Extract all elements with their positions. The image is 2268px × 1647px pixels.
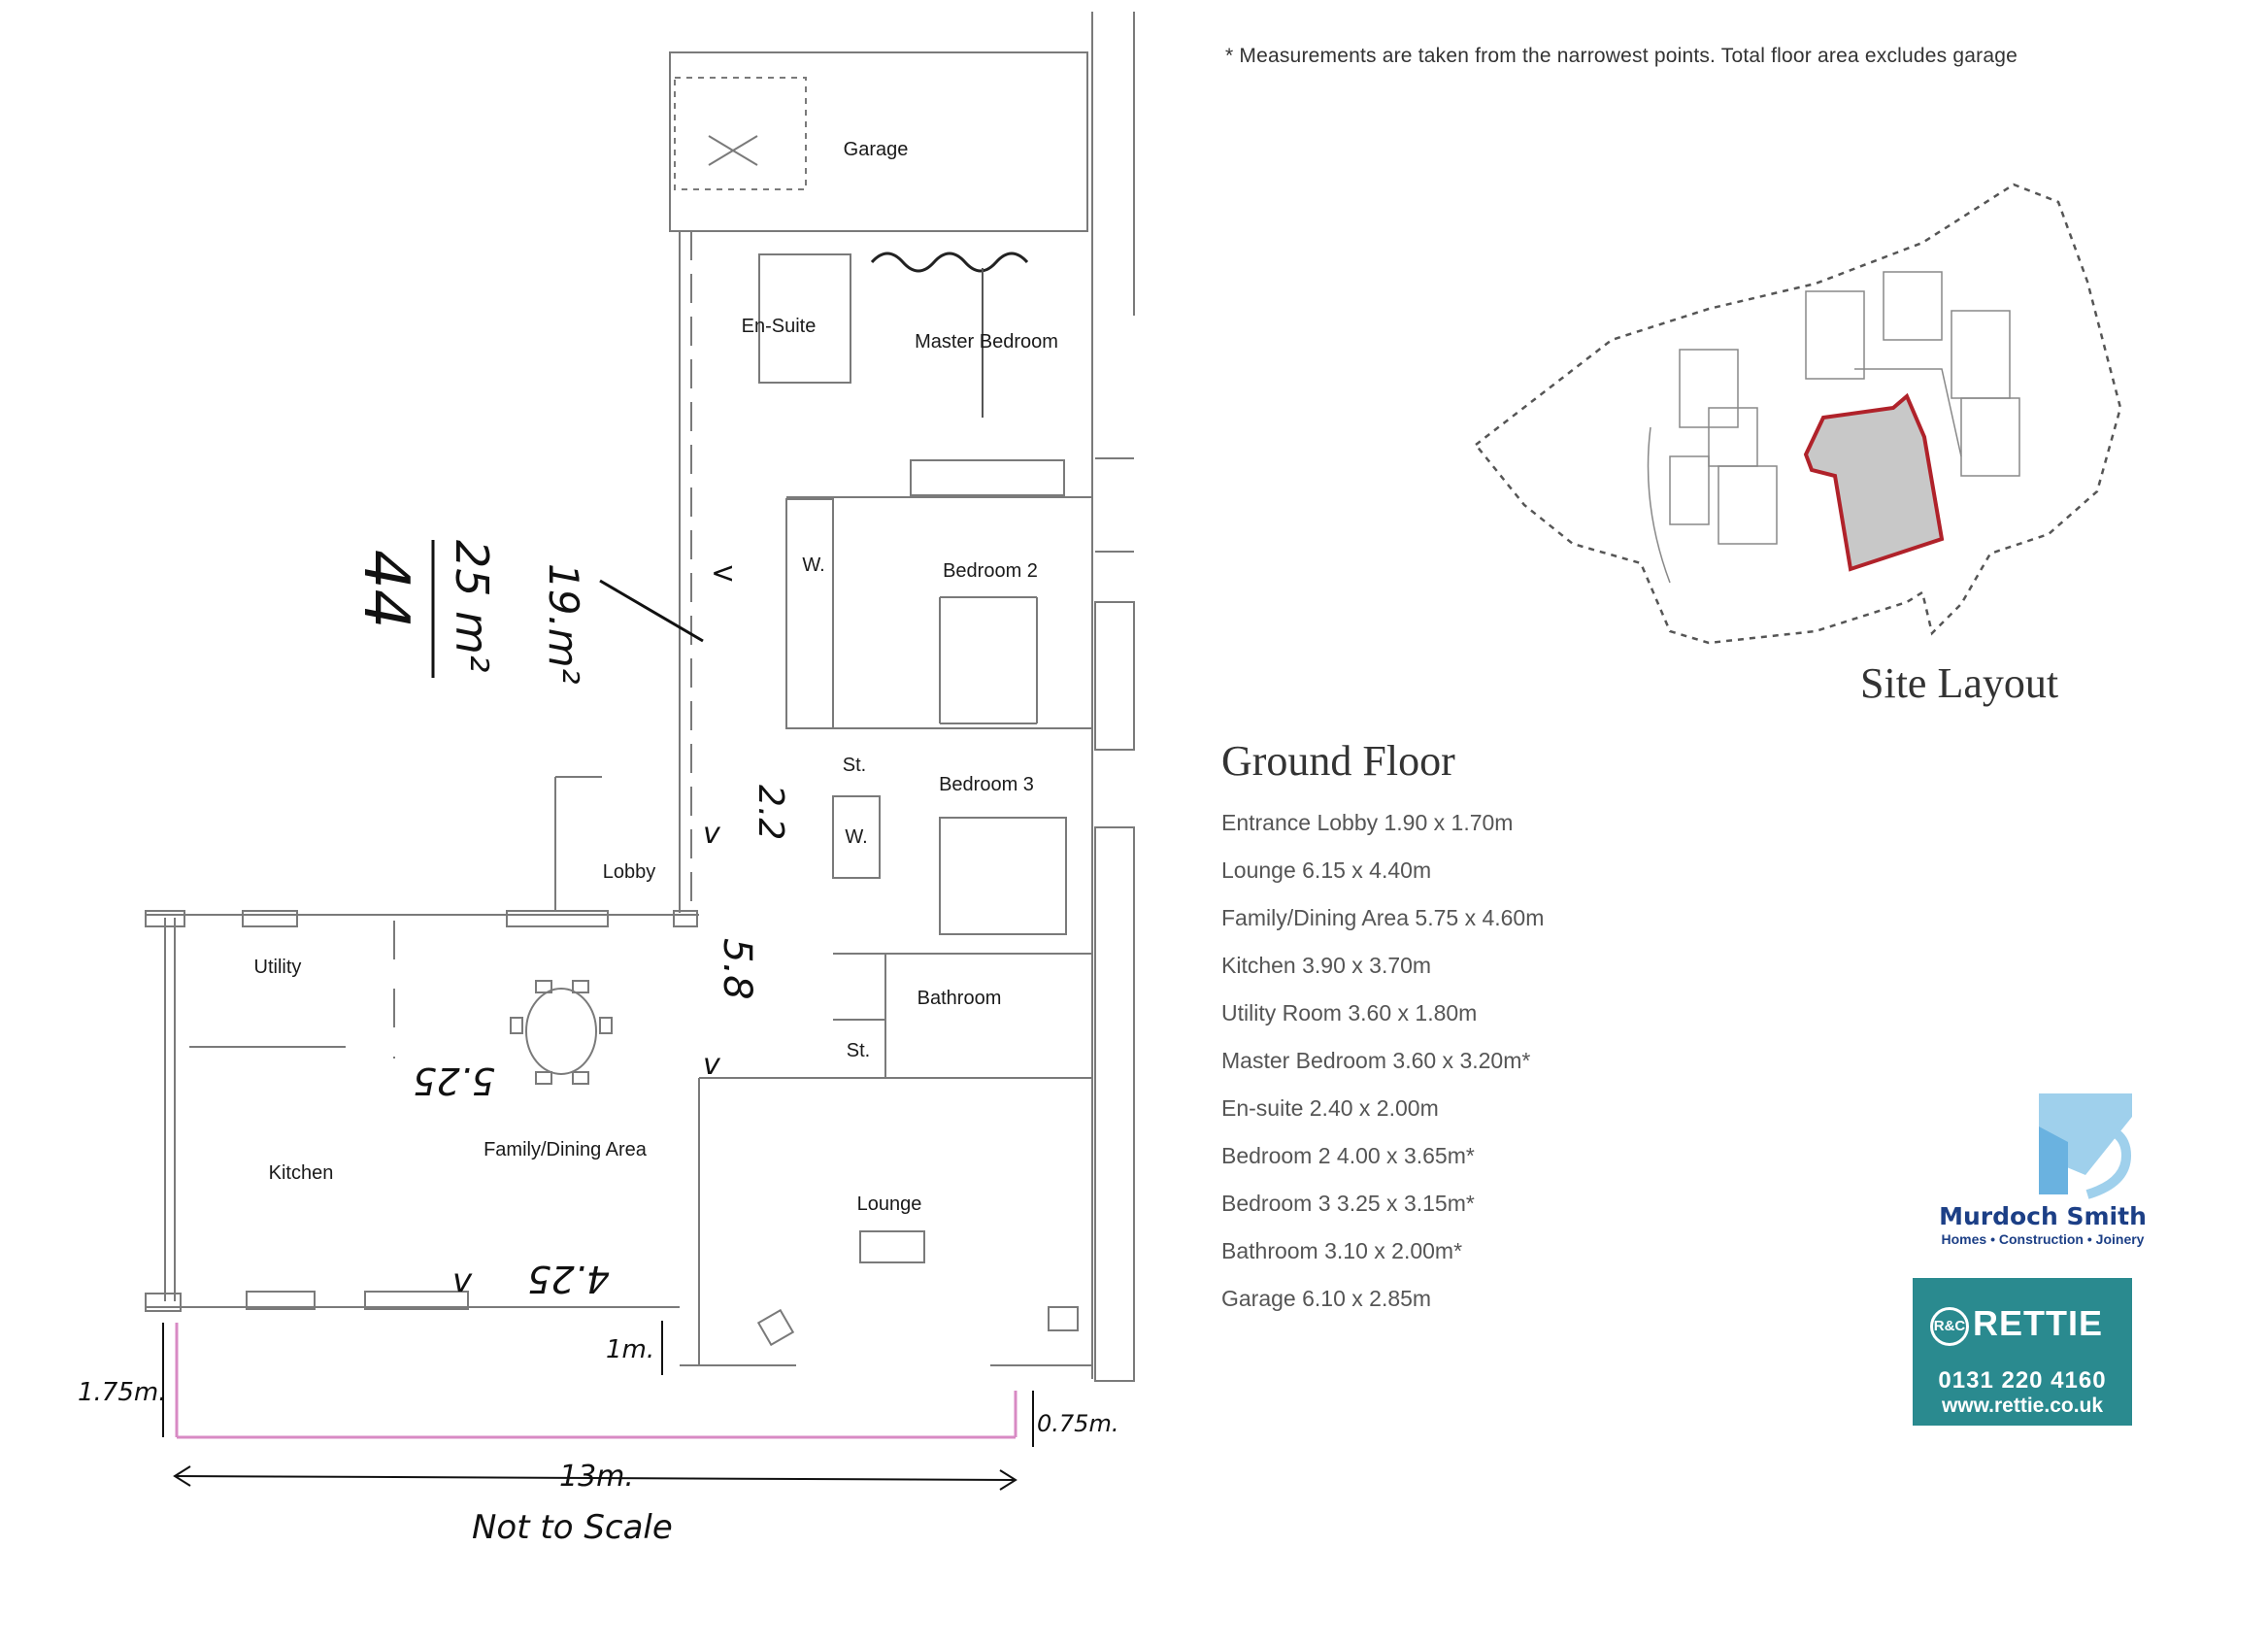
hand-not-to-scale: Not to Scale bbox=[472, 1508, 673, 1547]
window-kitchen bbox=[246, 1291, 316, 1310]
plan-walls bbox=[145, 12, 1135, 1382]
hand-area-a: 25 m² bbox=[446, 540, 498, 672]
svg-text:<: < bbox=[711, 556, 735, 590]
wardrobe-1-walls bbox=[785, 498, 834, 729]
list-item: Lounge 6.15 x 4.40m bbox=[1221, 857, 1432, 883]
window-utility bbox=[242, 910, 298, 927]
label-bedroom-3: Bedroom 3 bbox=[939, 774, 1034, 795]
scribble-mark bbox=[870, 252, 1029, 273]
list-item: Bedroom 2 4.00 x 3.65m* bbox=[1221, 1143, 1475, 1168]
label-garage: Garage bbox=[844, 139, 909, 160]
hand-dim-2-2: 2.2 bbox=[750, 785, 790, 840]
label-utility: Utility bbox=[254, 957, 302, 978]
murdoch-smith-name: Murdoch Smith bbox=[1939, 1202, 2147, 1230]
list-item: Bathroom 3.10 x 2.00m* bbox=[1221, 1238, 1463, 1263]
hand-dim-1-75: 1.75m. bbox=[78, 1378, 166, 1407]
svg-text:v: v bbox=[703, 1048, 721, 1082]
label-en-suite: En-Suite bbox=[742, 316, 817, 337]
hand-area-b: 19.m² bbox=[540, 563, 587, 685]
site-layout-map bbox=[1474, 183, 2122, 645]
garage-walls bbox=[669, 51, 1088, 232]
label-bathroom: Bathroom bbox=[917, 988, 1002, 1009]
measurement-note: * Measurements are taken from the narrow… bbox=[1225, 45, 2018, 67]
list-item: En-suite 2.40 x 2.00m bbox=[1221, 1095, 1439, 1121]
site-boundary bbox=[1474, 183, 2122, 645]
dim-arrow-13m bbox=[174, 1475, 1017, 1481]
dining-table bbox=[525, 988, 597, 1075]
wardrobe-2-walls bbox=[832, 795, 881, 879]
rettie-name: RETTIE bbox=[1973, 1303, 2104, 1343]
garage-door bbox=[674, 77, 807, 190]
label-family-dining: Family/Dining Area bbox=[484, 1139, 648, 1160]
list-item: Utility Room 3.60 x 1.80m bbox=[1221, 1000, 1478, 1025]
room-dimensions-list: Entrance Lobby 1.90 x 1.70m Lounge 6.15 … bbox=[1221, 808, 1544, 1331]
murdoch-smith-tagline: Homes • Construction • Joinery bbox=[1941, 1231, 2145, 1247]
list-item: Entrance Lobby 1.90 x 1.70m bbox=[1221, 810, 1514, 835]
svg-text:v: v bbox=[452, 1261, 473, 1300]
rettie-badge-icon: R&C bbox=[1930, 1307, 1969, 1346]
label-store-2: St. bbox=[847, 1040, 870, 1061]
bed-2 bbox=[939, 596, 1038, 724]
rettie-website-link[interactable]: www.rettie.co.uk bbox=[1941, 1395, 2104, 1417]
bed-3 bbox=[939, 817, 1067, 935]
hand-dim-1m: 1m. bbox=[606, 1335, 654, 1364]
hand-dim-5-25: 5.25 bbox=[413, 1059, 495, 1102]
ground-floor-title: Ground Floor bbox=[1221, 737, 1455, 785]
label-wardrobe-1: W. bbox=[802, 555, 824, 576]
label-store-1: St. bbox=[843, 755, 866, 776]
label-master-bedroom: Master Bedroom bbox=[915, 331, 1058, 353]
label-lounge: Lounge bbox=[857, 1193, 922, 1215]
label-wardrobe-2: W. bbox=[845, 826, 867, 848]
list-item: Family/Dining Area 5.75 x 4.60m bbox=[1221, 905, 1545, 930]
site-plot-highlight bbox=[1803, 392, 1945, 572]
rettie-brand: R&C RETTIE bbox=[1922, 1299, 2122, 1350]
lounge-table bbox=[859, 1230, 925, 1263]
list-item: Bedroom 3 3.25 x 3.15m* bbox=[1221, 1191, 1475, 1216]
window-master bbox=[910, 459, 1065, 496]
label-kitchen: Kitchen bbox=[269, 1162, 334, 1184]
hand-dim-0-75: 0.75m. bbox=[1037, 1410, 1118, 1437]
handwritten-annotations: 44 25 m² 19.m² < 2.2 v 5.8 v 5.25 v 4.25… bbox=[78, 540, 1118, 1547]
list-item: Kitchen 3.90 x 3.70m bbox=[1221, 953, 1432, 978]
window-family bbox=[506, 910, 609, 927]
list-item: Master Bedroom 3.60 x 3.20m* bbox=[1221, 1048, 1531, 1073]
hand-dim-4-25: 4.25 bbox=[527, 1258, 610, 1300]
svg-text:v: v bbox=[703, 817, 721, 851]
label-lobby: Lobby bbox=[603, 861, 656, 883]
window-dining bbox=[364, 1291, 469, 1310]
site-layout-title: Site Layout bbox=[1860, 659, 2059, 707]
murdoch-smith-logo bbox=[2039, 1093, 2132, 1199]
hand-area-total: 44 bbox=[350, 550, 421, 628]
hand-dim-5-8: 5.8 bbox=[715, 938, 759, 1000]
list-item: Garage 6.10 x 2.85m bbox=[1221, 1286, 1432, 1311]
rettie-logo-box: R&C RETTIE 0131 220 4160 www.rettie.co.u… bbox=[1913, 1278, 2132, 1426]
en-suite-walls bbox=[758, 253, 851, 384]
rettie-phone: 0131 220 4160 bbox=[1938, 1367, 2107, 1394]
hand-dim-13m: 13m. bbox=[559, 1460, 634, 1494]
label-bedroom-2: Bedroom 2 bbox=[943, 560, 1038, 582]
